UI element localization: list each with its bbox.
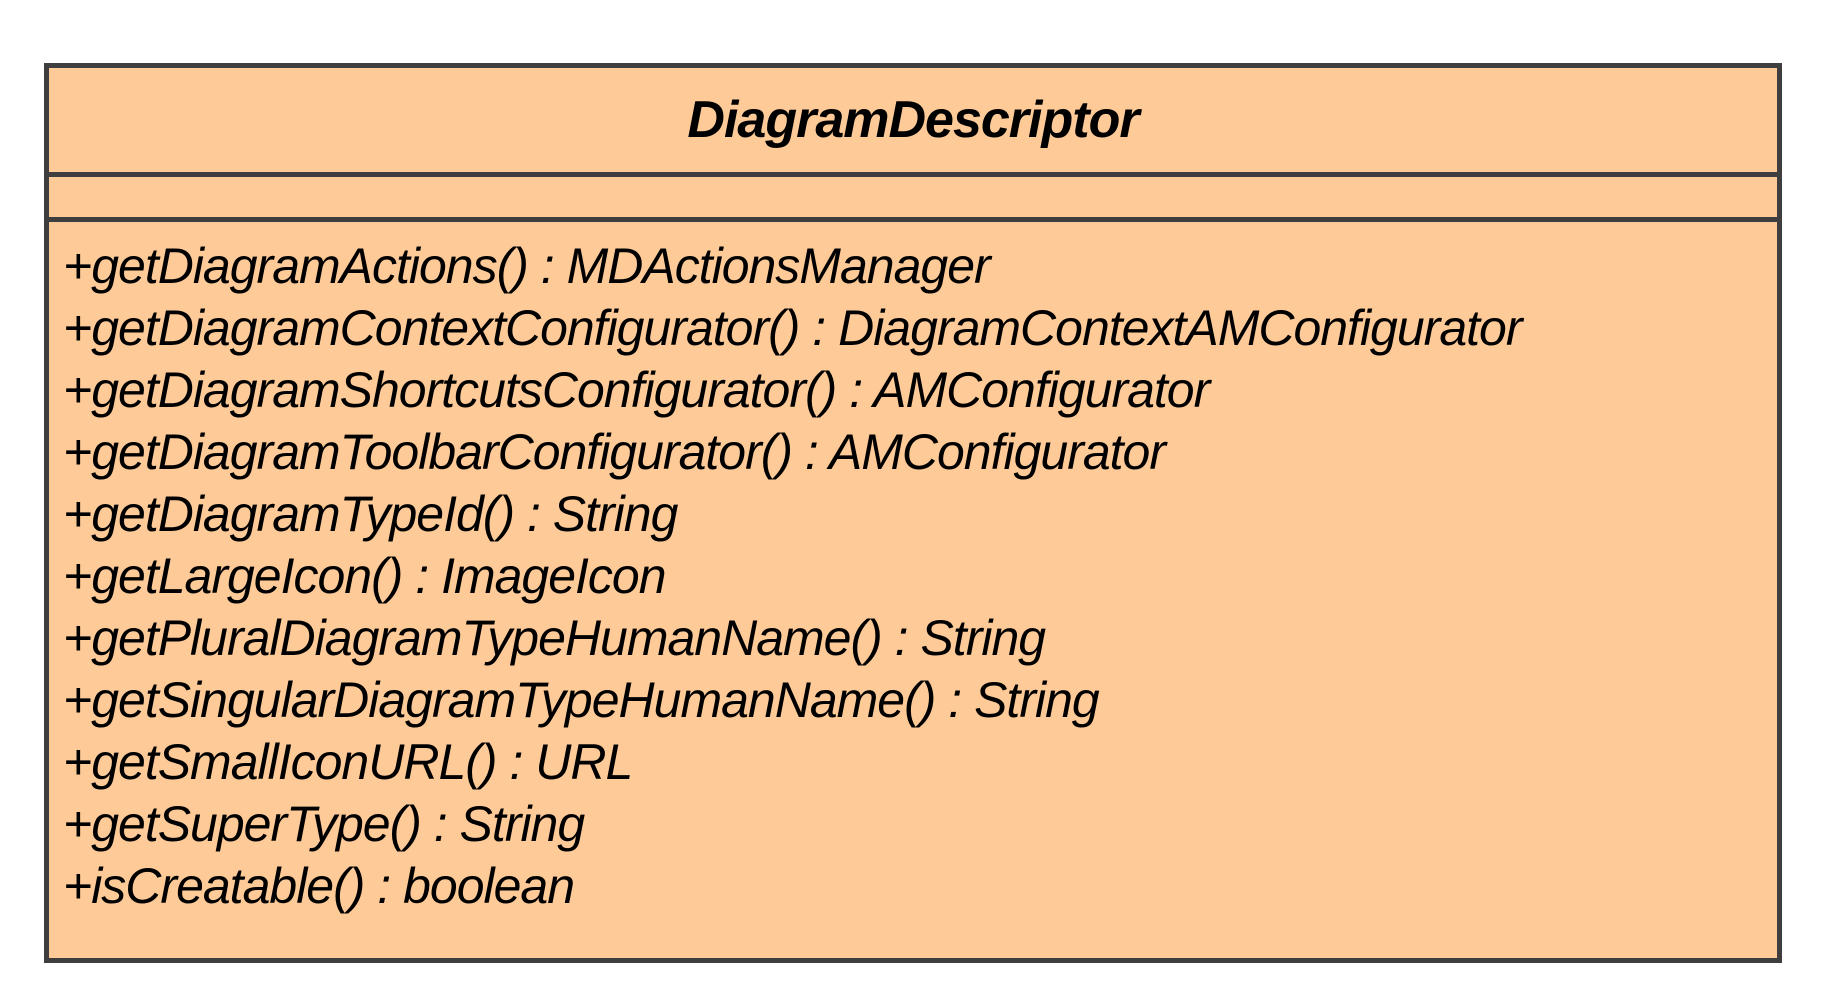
operation-item: +getDiagramActions() : MDActionsManager (63, 238, 991, 294)
operation-item: +getSmallIconURL() : URL (63, 734, 633, 790)
operation-item: +getDiagramShortcutsConfigurator() : AMC… (63, 362, 1210, 418)
operation-item: +isCreatable() : boolean (63, 858, 575, 914)
operation-item: +getSuperType() : String (63, 796, 585, 852)
operation-item: +getDiagramContextConfigurator() : Diagr… (63, 300, 1522, 356)
operation-item: +getDiagramTypeId() : String (63, 486, 678, 542)
operation-item: +getPluralDiagramTypeHumanName() : Strin… (63, 610, 1046, 666)
class-attributes-compartment (49, 177, 1777, 222)
operation-item: +getDiagramToolbarConfigurator() : AMCon… (63, 424, 1166, 480)
uml-class-node-diagramdescriptor[interactable]: DiagramDescriptor +getDiagramActions() :… (44, 63, 1782, 963)
class-name: DiagramDescriptor (687, 91, 1139, 149)
operation-item: +getSingularDiagramTypeHumanName() : Str… (63, 672, 1100, 728)
class-title-compartment: DiagramDescriptor (49, 68, 1777, 177)
class-operations-compartment: +getDiagramActions() : MDActionsManager … (49, 222, 1777, 958)
operation-item: +getLargeIcon() : ImageIcon (63, 548, 667, 604)
